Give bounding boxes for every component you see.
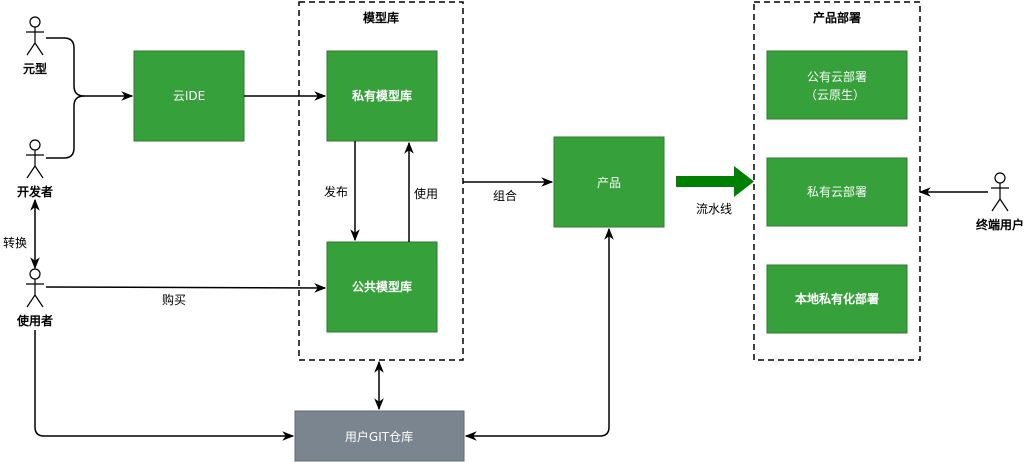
- actor-developer-icon: [26, 139, 44, 179]
- actor-end-user-icon: [991, 172, 1009, 212]
- actor-developer-label: 开发者: [17, 184, 53, 199]
- actor-prototype-icon: [26, 16, 44, 56]
- git-repo-label: 用户GIT仓库: [345, 429, 413, 444]
- private-cloud-deploy-box[interactable]: 私有云部署: [766, 157, 908, 227]
- edge-label-purchase: 购买: [162, 292, 186, 307]
- local-private-deploy-box[interactable]: 本地私有化部署: [766, 264, 908, 334]
- private-cloud-deploy-label: 私有云部署: [807, 184, 867, 199]
- cloud-ide-box[interactable]: 云IDE: [133, 50, 245, 142]
- product-label: 产品: [597, 176, 621, 190]
- model-repo-title: 模型库: [363, 10, 399, 25]
- edge-label-publish: 发布: [324, 184, 348, 199]
- edge-developer-ide: [46, 95, 85, 159]
- private-model-repo-box[interactable]: 私有模型库: [326, 50, 438, 142]
- public-cloud-deploy-box[interactable]: 公有云部署 （云原生）: [766, 50, 908, 120]
- edge-label-pipeline: 流水线: [696, 202, 732, 216]
- product-deploy-container: [753, 1, 921, 361]
- cloud-ide-label: 云IDE: [173, 89, 205, 103]
- actor-user-label: 使用者: [16, 313, 53, 328]
- product-box[interactable]: 产品: [553, 136, 665, 228]
- edge-purchase: [45, 283, 327, 293]
- actor-user-icon: [26, 268, 44, 308]
- git-repo-box[interactable]: 用户GIT仓库: [294, 410, 465, 462]
- edge-prototype-ide: [46, 37, 134, 101]
- edge-label-use: 使用: [414, 186, 438, 201]
- pipeline-arrow: [676, 166, 754, 197]
- edge-label-combine: 组合: [493, 188, 517, 203]
- public-cloud-deploy-label-line1: 公有云部署: [807, 69, 867, 84]
- public-model-repo-box[interactable]: 公共模型库: [326, 241, 438, 333]
- local-private-deploy-label: 本地私有化部署: [795, 291, 879, 306]
- public-cloud-deploy-label-line2: （云原生）: [805, 88, 865, 102]
- model-repo-container: [298, 1, 464, 361]
- product-deploy-title: 产品部署: [813, 10, 861, 25]
- public-model-repo-label: 公共模型库: [352, 279, 412, 294]
- edge-git-product: [464, 227, 614, 441]
- private-model-repo-label: 私有模型库: [351, 88, 412, 103]
- edge-user-git: [34, 330, 295, 441]
- edge-label-convert: 转换: [3, 235, 27, 250]
- actor-prototype-label: 元型: [23, 61, 47, 76]
- actor-end-user-label: 终端用户: [976, 217, 1024, 232]
